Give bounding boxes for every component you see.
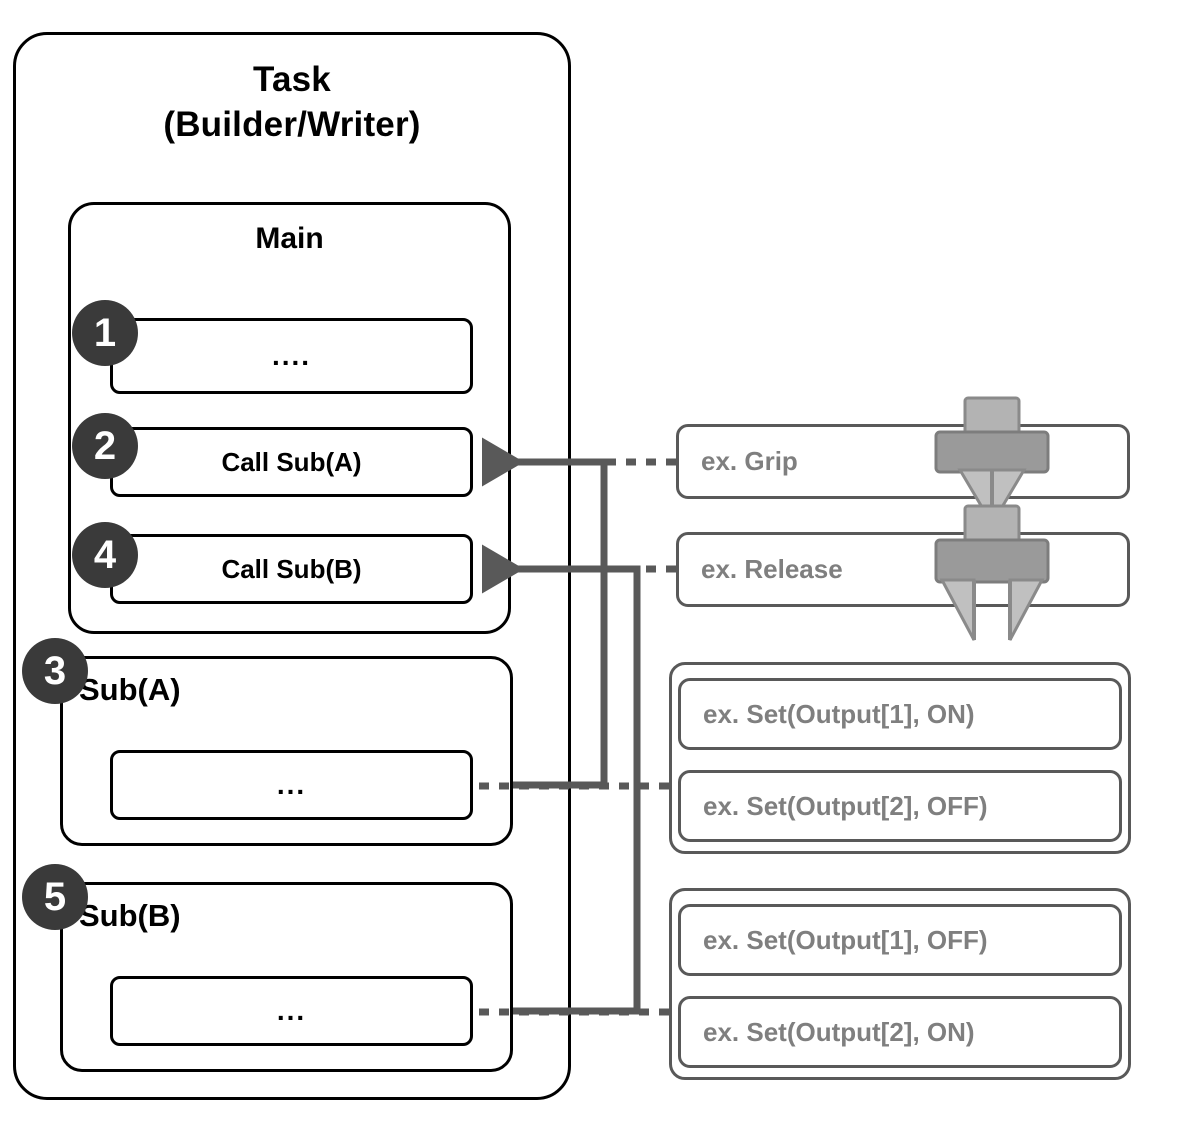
example-set-output-2-off-label: ex. Set(Output[2], OFF): [703, 790, 988, 821]
wire-sub-a-to-call-a: [482, 437, 608, 789]
statement-label-4: Call Sub(B): [221, 553, 362, 584]
example-action-release[interactable]: ex. Release: [676, 532, 1130, 607]
step-badge-1: 1: [72, 300, 138, 366]
step-badge-3: 3: [22, 638, 88, 704]
example-set-output-1-off[interactable]: ex. Set(Output[1], OFF): [678, 904, 1122, 976]
example-set-output-1-on[interactable]: ex. Set(Output[1], ON): [678, 678, 1122, 750]
example-set-output-1-on-label: ex. Set(Output[1], ON): [703, 698, 975, 729]
main-routine-title: Main: [255, 222, 324, 255]
task-title-line1: Task: [253, 60, 331, 99]
example-action-grip-label: ex. Grip: [701, 446, 798, 476]
gripper-open-icon: [934, 504, 1050, 641]
step-badge-2: 2: [72, 413, 138, 479]
subroutine-b-body[interactable]: ...: [110, 976, 473, 1046]
subroutine-b-title: Sub(B): [79, 898, 181, 933]
step-badge-4: 4: [72, 522, 138, 588]
statement-label-1: ....: [271, 340, 312, 371]
subroutine-a-body-label: ...: [276, 769, 307, 800]
statement-row-call-sub-a[interactable]: Call Sub(A): [110, 427, 473, 497]
task-title: Task (Builder/Writer): [13, 58, 571, 148]
example-set-output-1-off-label: ex. Set(Output[1], OFF): [703, 924, 988, 955]
statement-label-2: Call Sub(A): [221, 446, 362, 477]
wire-sub-b-to-call-b: [482, 544, 641, 1015]
gripper-closed-icon: [934, 396, 1050, 528]
example-set-output-2-on-label: ex. Set(Output[2], ON): [703, 1016, 975, 1047]
task-title-line2: (Builder/Writer): [163, 104, 421, 144]
statement-row-call-sub-b[interactable]: Call Sub(B): [110, 534, 473, 604]
example-action-release-label: ex. Release: [701, 554, 843, 584]
step-badge-5: 5: [22, 864, 88, 930]
example-set-output-2-on[interactable]: ex. Set(Output[2], ON): [678, 996, 1122, 1068]
subroutine-b-body-label: ...: [276, 995, 307, 1026]
subroutine-a-title: Sub(A): [79, 672, 181, 707]
subroutine-a-body[interactable]: ...: [110, 750, 473, 820]
example-action-grip[interactable]: ex. Grip: [676, 424, 1130, 499]
example-set-output-2-off[interactable]: ex. Set(Output[2], OFF): [678, 770, 1122, 842]
